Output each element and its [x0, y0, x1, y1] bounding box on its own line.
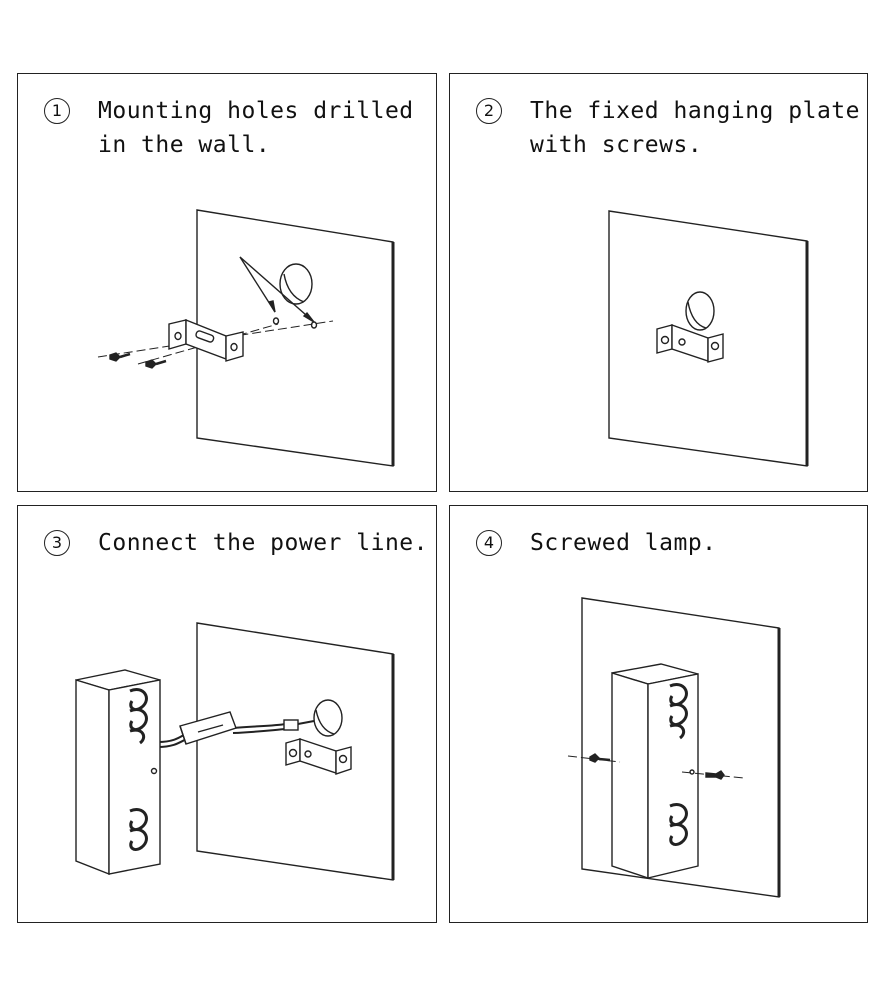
- step-2-caption: The fixed hanging plate with screws.: [530, 98, 860, 158]
- junction-box-icon: [313, 699, 343, 737]
- step-3-illustration: [75, 622, 395, 881]
- step-4-illustration: [567, 597, 781, 898]
- step-1-illustration: [97, 209, 395, 467]
- wire-connector-icon: [283, 719, 315, 731]
- step-1-caption: Mounting holes drilled in the wall.: [98, 98, 414, 158]
- wall-lamp-icon: [611, 663, 699, 879]
- wall-lamp-icon: [75, 669, 161, 876]
- step-4-caption: Screwed lamp.: [530, 530, 717, 556]
- step-2-panel: 2 The fixed hanging plate with screws.: [449, 73, 868, 492]
- step-3-panel: 3 Connect the power line.: [17, 505, 437, 923]
- step-4-panel: 4 Screwed lamp.: [449, 505, 868, 923]
- step-3-caption: Connect the power line.: [98, 530, 428, 556]
- step-2-illustration: [608, 210, 809, 467]
- screw-icon: [145, 359, 167, 369]
- step-4-number: 4: [476, 530, 502, 556]
- power-driver-icon: [179, 711, 237, 745]
- junction-box-icon: [279, 263, 313, 305]
- hanging-plate-icon: [285, 738, 352, 775]
- mounting-bracket-icon: [168, 318, 244, 362]
- junction-box-icon: [685, 291, 715, 331]
- step-1-number: 1: [44, 98, 70, 124]
- step-2-number: 2: [476, 98, 502, 124]
- hanging-plate-icon: [656, 324, 724, 363]
- screw-icon: [589, 753, 611, 763]
- step-3-number: 3: [44, 530, 70, 556]
- screw-icon: [705, 770, 725, 780]
- step-1-panel: 1 Mounting holes drilled in the wall.: [17, 73, 437, 492]
- screw-icon: [109, 352, 131, 362]
